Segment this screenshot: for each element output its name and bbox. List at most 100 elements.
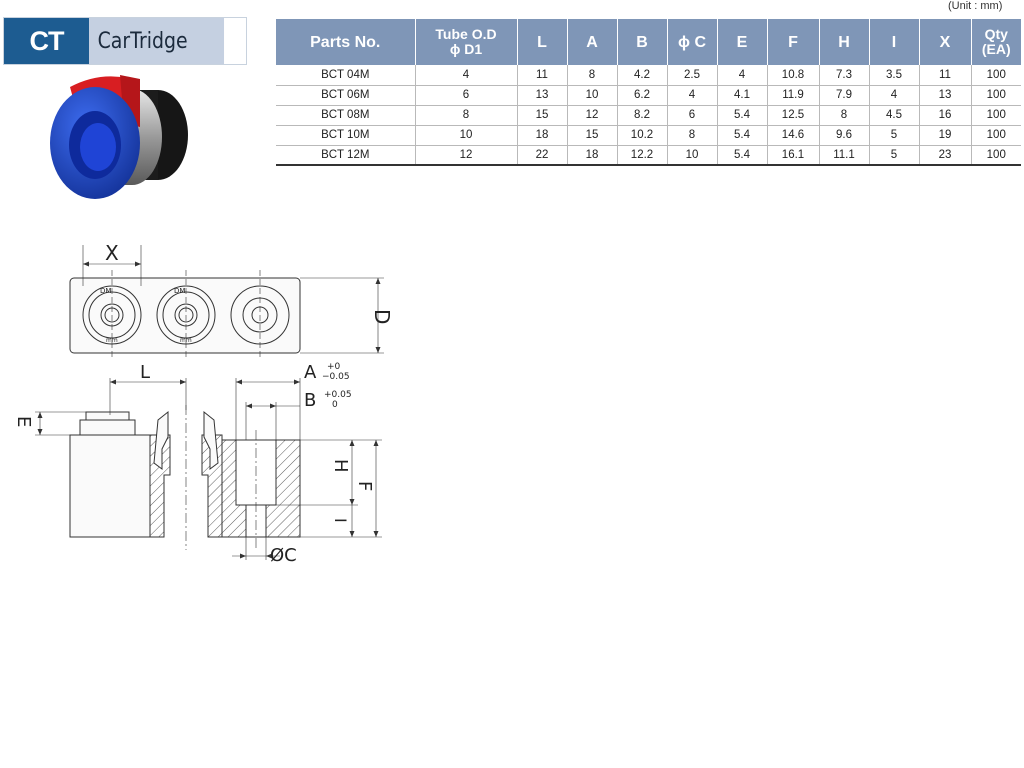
table-cell-qty: 100: [970, 145, 1021, 166]
col-header-f: F: [766, 19, 819, 65]
table-cell-e: 5.4: [716, 145, 767, 166]
dim-a-label: A: [304, 362, 317, 383]
table-cell-f: 16.1: [766, 145, 819, 166]
table-cell-qty: 100: [970, 65, 1021, 86]
table-cell-x: 13: [918, 85, 971, 106]
table-cell-b: 12.2: [616, 145, 667, 166]
dim-a-tol-lower: −0.05: [322, 372, 350, 382]
specification-table: Parts No. Tube O.D ϕ D1 L A B ϕ C E F H …: [276, 19, 1021, 166]
dim-h-label: H: [330, 459, 351, 473]
col-header-c: ϕ C: [666, 19, 717, 65]
dim-d-label: D: [370, 309, 394, 324]
table-cell-e: 5.4: [716, 125, 767, 146]
table-cell-c: 8: [666, 125, 717, 146]
table-cell-f: 10.8: [766, 65, 819, 86]
product-header-badge: CT CarTridge: [3, 17, 247, 65]
col-header-tube-od-line1: Tube O.D: [435, 26, 497, 42]
table-cell-l: 18: [516, 125, 567, 146]
table-cell-qty: 100: [970, 85, 1021, 106]
col-header-l: L: [516, 19, 567, 65]
dim-e-label: E: [13, 416, 34, 427]
table-cell-f: 11.9: [766, 85, 819, 106]
table-cell-a: 12: [566, 105, 617, 126]
col-header-h: H: [818, 19, 869, 65]
table-cell-i: 4.5: [868, 105, 919, 126]
table-header-row: Parts No. Tube O.D ϕ D1 L A B ϕ C E F H …: [276, 19, 1021, 65]
unit-label: (Unit : mm): [948, 0, 1003, 12]
dim-l-label: L: [140, 362, 150, 383]
table-cell-i: 5: [868, 145, 919, 166]
table-cell-f: 14.6: [766, 125, 819, 146]
table-cell-f: 12.5: [766, 105, 819, 126]
table-cell-a: 15: [566, 125, 617, 146]
dim-f-label: F: [354, 481, 375, 491]
top-view: [69, 245, 384, 360]
table-cell-h: 7.3: [818, 65, 869, 86]
col-header-tube-od-line2: ϕ D1: [449, 41, 483, 57]
table-cell-d1: 10: [414, 125, 517, 146]
col-header-parts-no: Parts No.: [276, 19, 415, 65]
table-cell-h: 9.6: [818, 125, 869, 146]
table-cell-part: BCT 06M: [276, 85, 415, 106]
table-cell-e: 4.1: [716, 85, 767, 106]
dim-x-label: X: [105, 241, 119, 265]
table-cell-l: 13: [516, 85, 567, 106]
table-cell-x: 23: [918, 145, 971, 166]
table-cell-c: 2.5: [666, 65, 717, 86]
table-cell-h: 8: [818, 105, 869, 126]
dim-i-label: I: [331, 518, 350, 523]
col-header-qty-line1: Qty: [984, 26, 1008, 42]
table-cell-d1: 4: [414, 65, 517, 86]
table-cell-x: 16: [918, 105, 971, 126]
table-cell-part: BCT 04M: [276, 65, 415, 86]
table-cell-part: BCT 12M: [276, 145, 415, 166]
col-header-qty-line2: (EA): [981, 41, 1011, 57]
dim-c-label: ØC: [270, 545, 297, 566]
col-header-qty: Qty (EA): [970, 19, 1021, 65]
table-cell-i: 5: [868, 125, 919, 146]
port1-marking-top: DM: [100, 287, 111, 295]
table-cell-d1: 6: [414, 85, 517, 106]
table-cell-a: 8: [566, 65, 617, 86]
port2-marking-bottom: mm: [180, 337, 192, 344]
table-cell-d1: 8: [414, 105, 517, 126]
table-cell-qty: 100: [970, 125, 1021, 146]
port1-marking-bottom: mm: [106, 337, 118, 344]
table-cell-e: 4: [716, 65, 767, 86]
table-cell-d1: 12: [414, 145, 517, 166]
table-cell-b: 10.2: [616, 125, 667, 146]
blue-collet: [50, 87, 140, 199]
section-view: [35, 378, 382, 560]
table-cell-b: 4.2: [616, 65, 667, 86]
dim-b-tol-upper: +0.05: [324, 390, 352, 400]
table-cell-e: 5.4: [716, 105, 767, 126]
table-cell-i: 4: [868, 85, 919, 106]
technical-drawing: X DM mm DM mm D: [13, 241, 394, 566]
table-cell-l: 22: [516, 145, 567, 166]
table-cell-x: 11: [918, 65, 971, 86]
dim-b-label: B: [304, 390, 316, 411]
table-cell-b: 8.2: [616, 105, 667, 126]
col-header-b: B: [616, 19, 667, 65]
table-cell-i: 3.5: [868, 65, 919, 86]
dim-b-tol-lower: 0: [332, 400, 338, 410]
table-cell-h: 7.9: [818, 85, 869, 106]
product-code: CT: [4, 18, 89, 64]
table-cell-a: 18: [566, 145, 617, 166]
table-cell-c: 4: [666, 85, 717, 106]
table-cell-l: 15: [516, 105, 567, 126]
table-cell-c: 6: [666, 105, 717, 126]
col-header-tube-od: Tube O.D ϕ D1: [414, 19, 517, 65]
col-header-e: E: [716, 19, 767, 65]
port2-marking-top: DM: [174, 287, 185, 295]
col-header-a: A: [566, 19, 617, 65]
table-cell-l: 11: [516, 65, 567, 86]
table-cell-x: 19: [918, 125, 971, 146]
cartridge-product-photo: [50, 75, 188, 199]
table-cell-qty: 100: [970, 105, 1021, 126]
